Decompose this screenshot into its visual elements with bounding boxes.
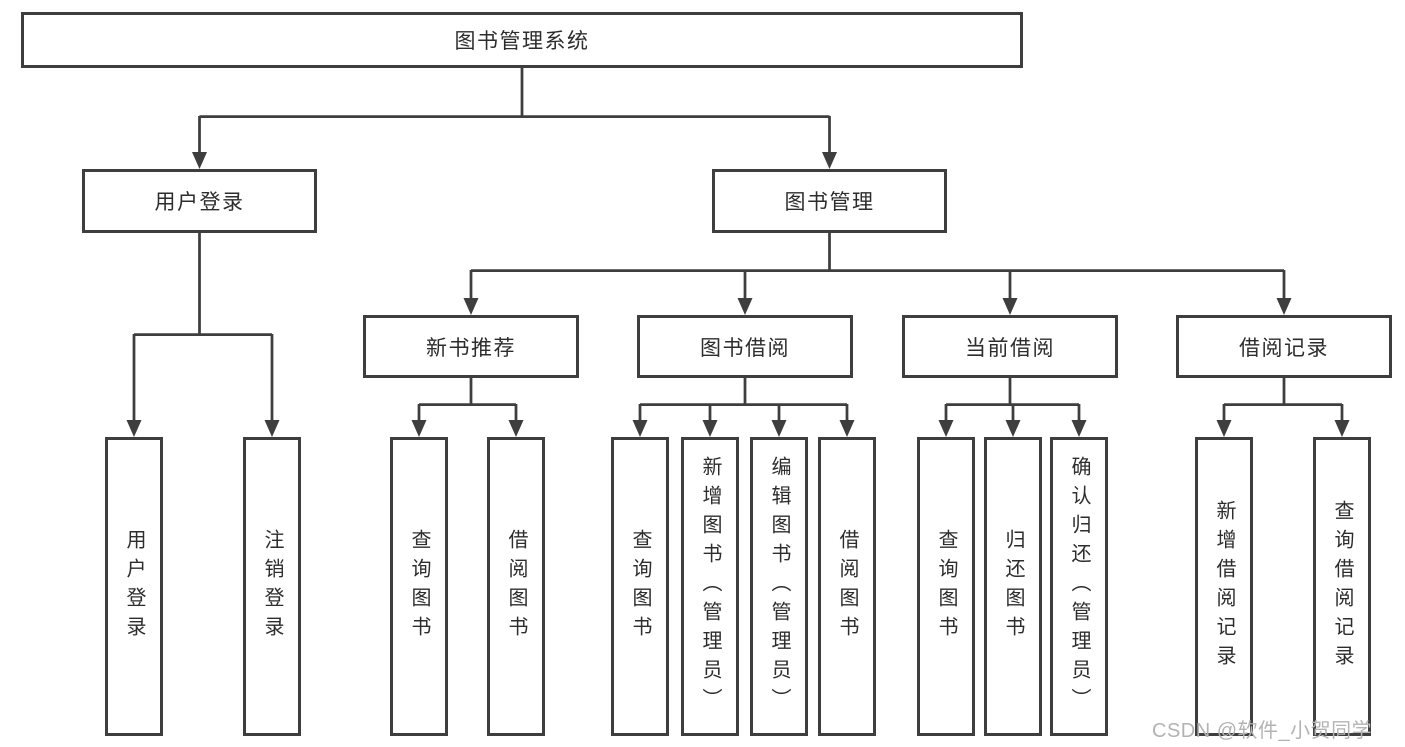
node-root-system: 图书管理系统 [21,12,1023,68]
connector-currentborrow-arrowheads [938,420,1087,437]
connector-bookborrow-arrowheads [632,420,855,437]
node-new-book-recommend: 新书推荐 [363,315,579,378]
node-user-login: 用户登录 [82,169,317,233]
node-leaf-query-book-2: 查询图书 [611,437,669,736]
node-leaf-confirm-return-admin: 确认归还（管理员） [1050,437,1108,736]
node-leaf-add-book-admin: 新增图书（管理员） [681,437,739,736]
node-leaf-user-login: 用户登录 [105,437,163,736]
connector-borrowrecord-arrowheads [1216,420,1350,437]
csdn-watermark: CSDN @软件_小贺同学 [1152,720,1373,742]
connector-bookmgmt-arrowheads [463,298,1292,315]
node-leaf-query-borrow-record: 查询借阅记录 [1313,437,1371,736]
node-leaf-query-book-3: 查询图书 [917,437,975,736]
node-leaf-return-book: 归还图书 [984,437,1042,736]
connector-userlogin-to-leaves [132,233,274,422]
connector-newbook-arrowheads [411,420,524,437]
node-book-borrow: 图书借阅 [637,315,853,378]
node-leaf-query-book-1: 查询图书 [390,437,448,736]
connector-root-to-level2-arrowheads [192,152,837,169]
connector-userlogin-arrowheads [126,420,280,437]
connector-currentborrow-to-leaves [944,378,1081,422]
node-borrow-record: 借阅记录 [1176,315,1392,378]
node-leaf-add-borrow-record: 新增借阅记录 [1195,437,1253,736]
node-leaf-borrow-book-2: 借阅图书 [818,437,876,736]
node-leaf-borrow-book-1: 借阅图书 [487,437,545,736]
connector-root-to-level2 [198,68,831,154]
node-leaf-edit-book-admin: 编辑图书（管理员） [750,437,808,736]
connector-borrowrecord-to-leaves [1222,378,1344,422]
node-current-borrow: 当前借阅 [902,315,1118,378]
node-leaf-logout: 注销登录 [243,437,301,736]
connector-bookborrow-to-leaves [638,378,849,422]
connector-newbook-to-leaves [417,378,518,422]
node-book-management: 图书管理 [712,169,947,233]
connector-bookmgmt-to-level3 [469,233,1286,300]
